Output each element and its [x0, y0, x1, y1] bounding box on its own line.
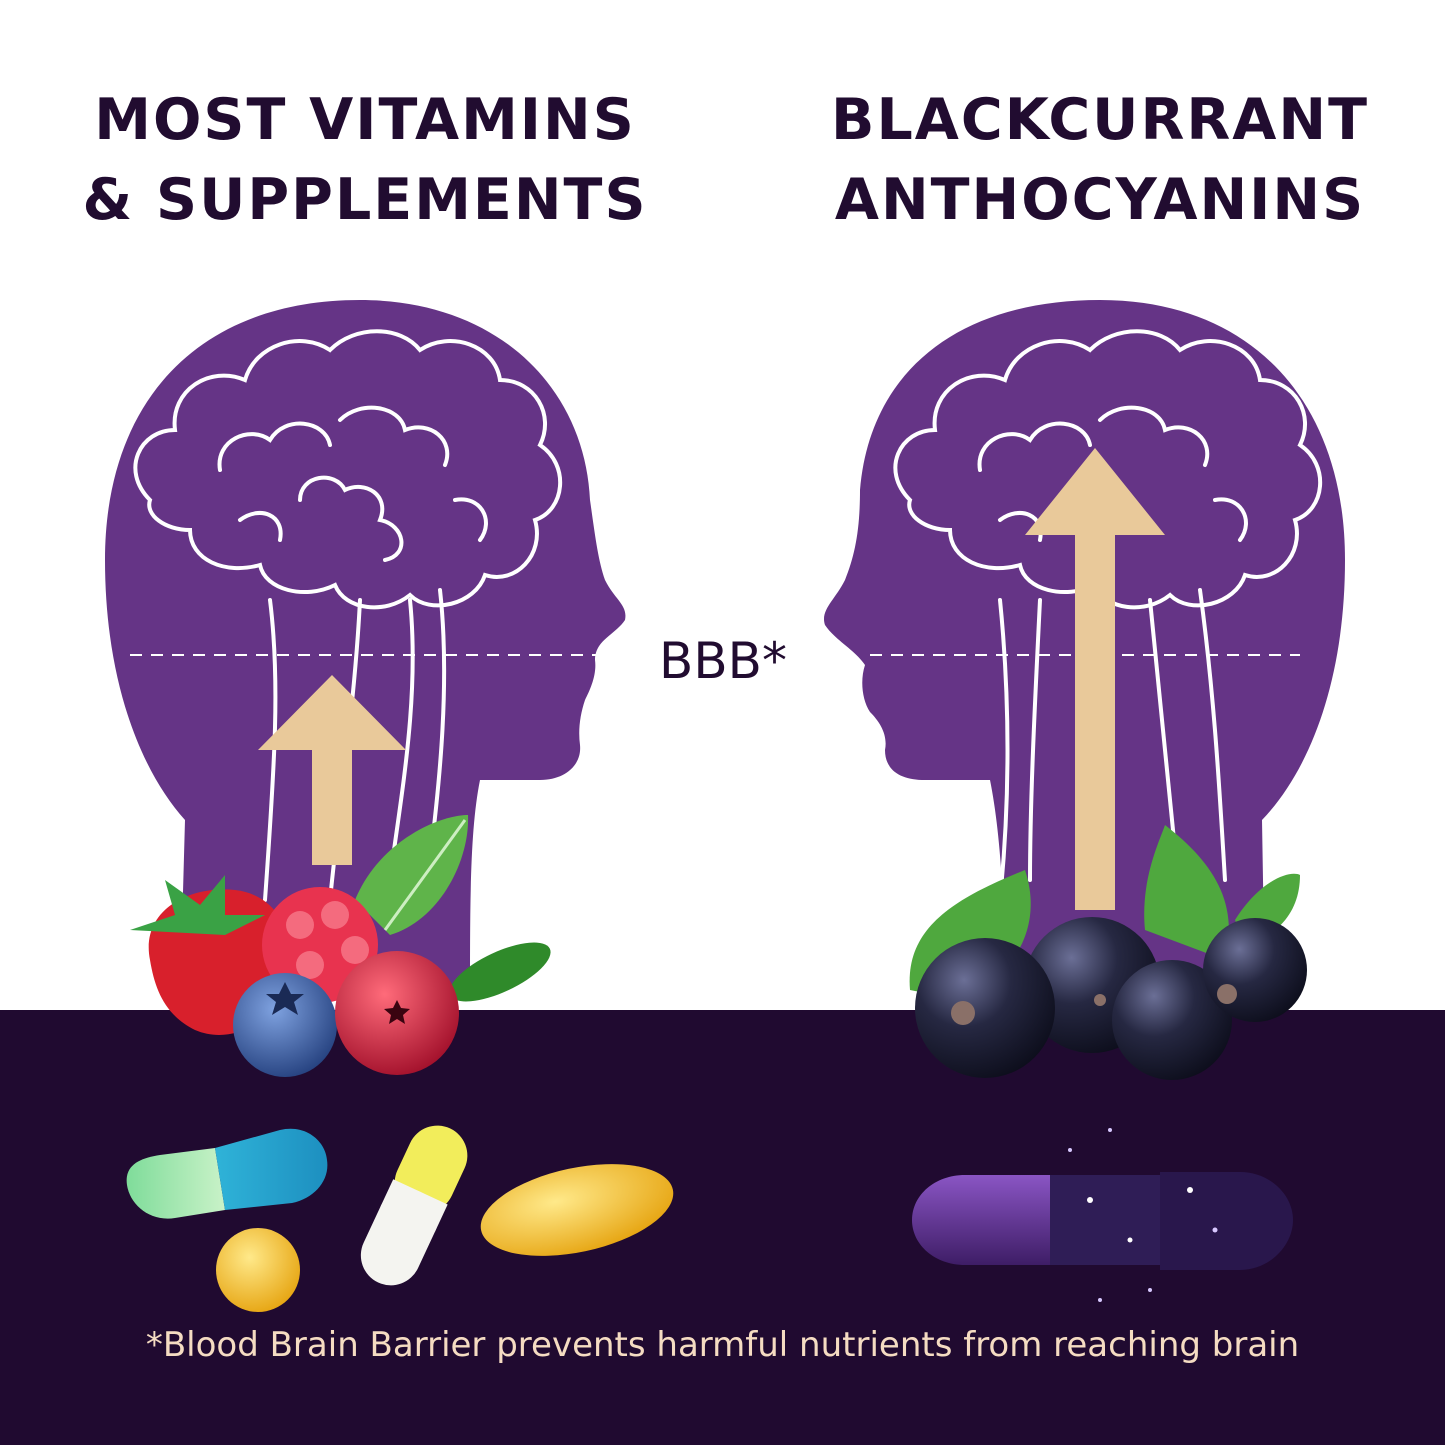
left-berries-icon: [130, 815, 551, 1077]
barrier-label: BBB*: [659, 632, 787, 690]
right-purple-capsule-icon: [912, 1128, 1293, 1302]
right-arrow-up-icon: [1025, 448, 1165, 910]
right-heading: BLACKCURRANT ANTHOCYANINS: [770, 80, 1430, 240]
left-softgel-oval-icon: [480, 1164, 674, 1256]
right-blackcurrant-icon: [909, 825, 1307, 1080]
left-capsule-icon: [126, 1128, 328, 1219]
left-brain-icon: [133, 329, 563, 902]
left-heading-line1: MOST VITAMINS: [94, 87, 636, 153]
left-arrow-up-icon: [258, 675, 406, 865]
left-heading: MOST VITAMINS & SUPPLEMENTS: [35, 80, 695, 240]
left-softgel-round-icon: [216, 1228, 300, 1312]
right-heading-line2: ANTHOCYANINS: [834, 167, 1366, 233]
footnote: *Blood Brain Barrier prevents harmful nu…: [145, 1325, 1300, 1365]
right-heading-line1: BLACKCURRANT: [831, 87, 1369, 153]
left-head-silhouette-icon: [105, 300, 626, 1000]
left-white-yellow-capsule-icon: [360, 1125, 468, 1286]
left-heading-line2: & SUPPLEMENTS: [82, 167, 648, 233]
